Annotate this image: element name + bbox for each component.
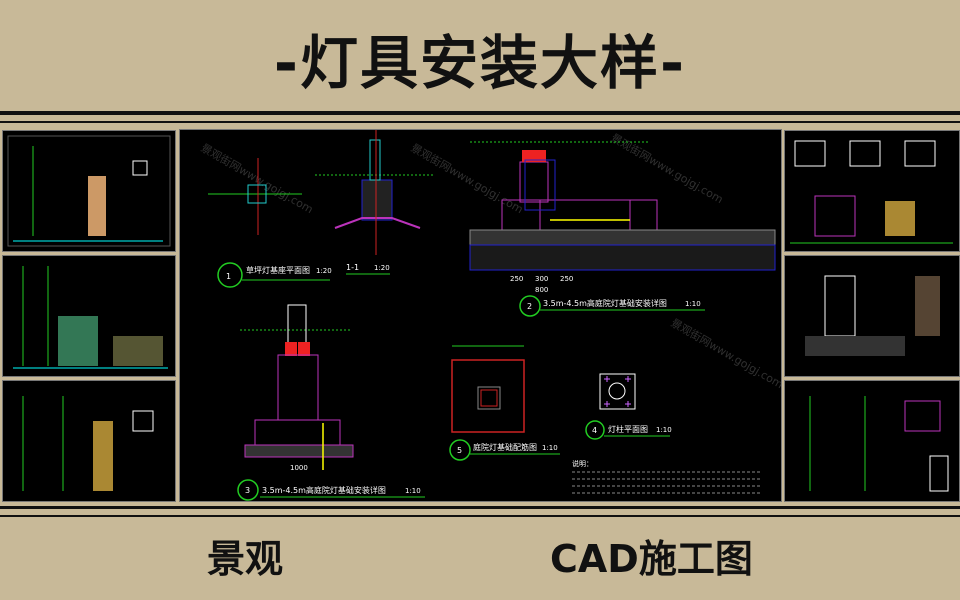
detail-4-pole-plan: 4 灯柱平面图 1:10 xyxy=(585,373,672,440)
thumbnail-left-3[interactable] xyxy=(2,380,176,502)
footer-divider-thin xyxy=(0,515,960,517)
dimension: 300 xyxy=(535,275,548,283)
thumbnail-right-2[interactable] xyxy=(784,255,960,377)
main-cad-drawing[interactable]: 景观街网www.gojgj.com 景观街网www.gojgj.com 景观街网… xyxy=(179,129,782,502)
header-divider-thin xyxy=(0,121,960,123)
section-1-1: 1-1 1:20 xyxy=(315,130,435,275)
detail-title: 3.5m-4.5m高庭院灯基础安装详图 xyxy=(262,485,386,495)
detail-title: 庭院灯基础配筋图 xyxy=(473,442,537,452)
dimension: 250 xyxy=(510,275,523,283)
detail-5-rebar-plan: 5 庭院灯基础配筋图 1:10 说明： xyxy=(449,345,760,494)
detail-scale: 1:10 xyxy=(656,426,672,434)
detail-3-section: 1000 3 3.5m-4.5m高庭院灯基础安装详图 1:10 xyxy=(237,304,425,501)
thumbnail-left-1[interactable] xyxy=(2,130,176,252)
dimension: 1000 xyxy=(290,464,308,472)
detail-number: 5 xyxy=(457,446,462,455)
detail-title: 灯柱平面图 xyxy=(608,424,648,434)
detail-scale: 1:10 xyxy=(685,300,701,308)
detail-2-section: 250 300 250 800 2 3.5m-4.5m高庭院灯基础安装详图 1:… xyxy=(469,141,776,317)
notes-title: 说明： xyxy=(572,459,593,468)
detail-number: 2 xyxy=(527,302,532,311)
detail-number: 4 xyxy=(592,426,597,435)
dimension: 250 xyxy=(560,275,573,283)
thumbnail-right-3[interactable] xyxy=(784,380,960,502)
page-title: -灯具安装大样- xyxy=(273,29,687,97)
detail-number: 3 xyxy=(245,486,250,495)
header-divider-thick xyxy=(0,111,960,115)
dimension: 800 xyxy=(535,286,548,294)
footer-label-cad: CAD施工图 xyxy=(550,537,753,581)
footer-label-landscape: 景观 xyxy=(207,537,284,581)
footer-divider-thick xyxy=(0,506,960,509)
detail-scale: 1:10 xyxy=(542,444,558,452)
detail-scale: 1:20 xyxy=(316,267,332,275)
section-scale: 1:20 xyxy=(374,264,390,272)
section-label: 1-1 xyxy=(346,263,359,272)
watermark: 景观街网www.gojgj.com xyxy=(199,140,316,216)
watermark: 景观街网www.gojgj.com xyxy=(409,140,526,216)
thumbnail-left-2[interactable] xyxy=(2,255,176,377)
detail-number: 1 xyxy=(226,272,231,281)
thumbnail-right-1[interactable] xyxy=(784,130,960,252)
detail-title: 草坪灯基座平面图 xyxy=(246,265,310,275)
detail-1-plan: 1 草坪灯基座平面图 1:20 xyxy=(208,158,332,288)
watermark: 景观街网www.gojgj.com xyxy=(669,315,782,391)
detail-scale: 1:10 xyxy=(405,487,421,495)
detail-title: 3.5m-4.5m高庭院灯基础安装详图 xyxy=(543,298,667,308)
